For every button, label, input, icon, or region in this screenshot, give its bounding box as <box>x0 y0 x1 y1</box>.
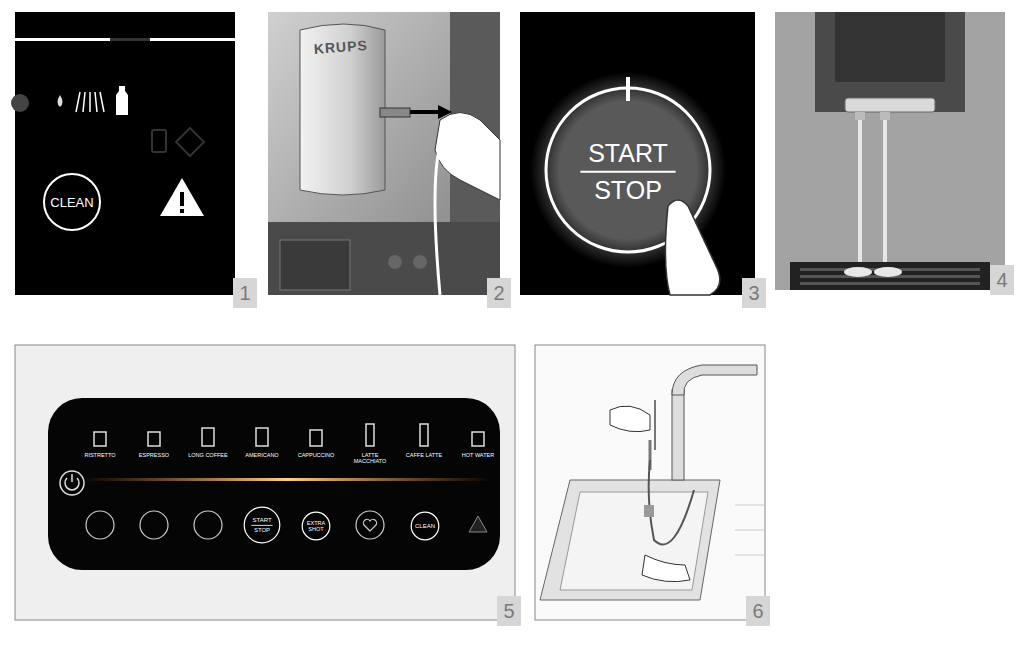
step-number: 4 <box>990 265 1014 295</box>
key-label: CAFFE LATTE <box>401 453 447 459</box>
button-text: START <box>543 141 713 166</box>
key-label: CAPPUCCINO <box>293 453 339 459</box>
key-label: RISTRETTO <box>77 453 123 459</box>
button-text: STOP <box>543 178 713 203</box>
clean-button: CLEAN <box>42 172 102 232</box>
panel-frame <box>535 345 765 620</box>
panel-frame <box>15 12 235 295</box>
button-text: CLEAN <box>410 523 440 529</box>
key-label: HOT WATER <box>455 453 501 459</box>
key-label: LATTE MACCHIATO <box>347 453 393 465</box>
button-text: STOP <box>243 527 281 533</box>
panel-frame <box>268 12 500 295</box>
key-label: ESPRESSO <box>131 453 177 459</box>
step-number: 2 <box>487 278 511 308</box>
key-label: AMERICANO <box>239 453 285 459</box>
step-number: 1 <box>233 278 257 308</box>
step-number: 6 <box>746 596 770 626</box>
step-number: 5 <box>497 596 521 626</box>
button-text: EXTRA SHOT <box>301 521 331 532</box>
start-stop-button: START STOP <box>243 506 281 544</box>
clean-button: CLEAN <box>410 511 440 541</box>
panel-frame <box>775 12 1005 290</box>
panel-frame <box>520 12 755 295</box>
button-outline <box>243 506 281 544</box>
extra-shot-button: EXTRA SHOT <box>301 511 331 541</box>
button-text: CLEAN <box>42 196 102 209</box>
button-text: START <box>243 517 281 523</box>
key-label: LONG COFFEE <box>185 453 231 459</box>
step-number: 3 <box>742 278 766 308</box>
button-outline <box>543 85 713 255</box>
panel-frame <box>15 345 515 620</box>
start-stop-button: START STOP <box>543 85 713 255</box>
